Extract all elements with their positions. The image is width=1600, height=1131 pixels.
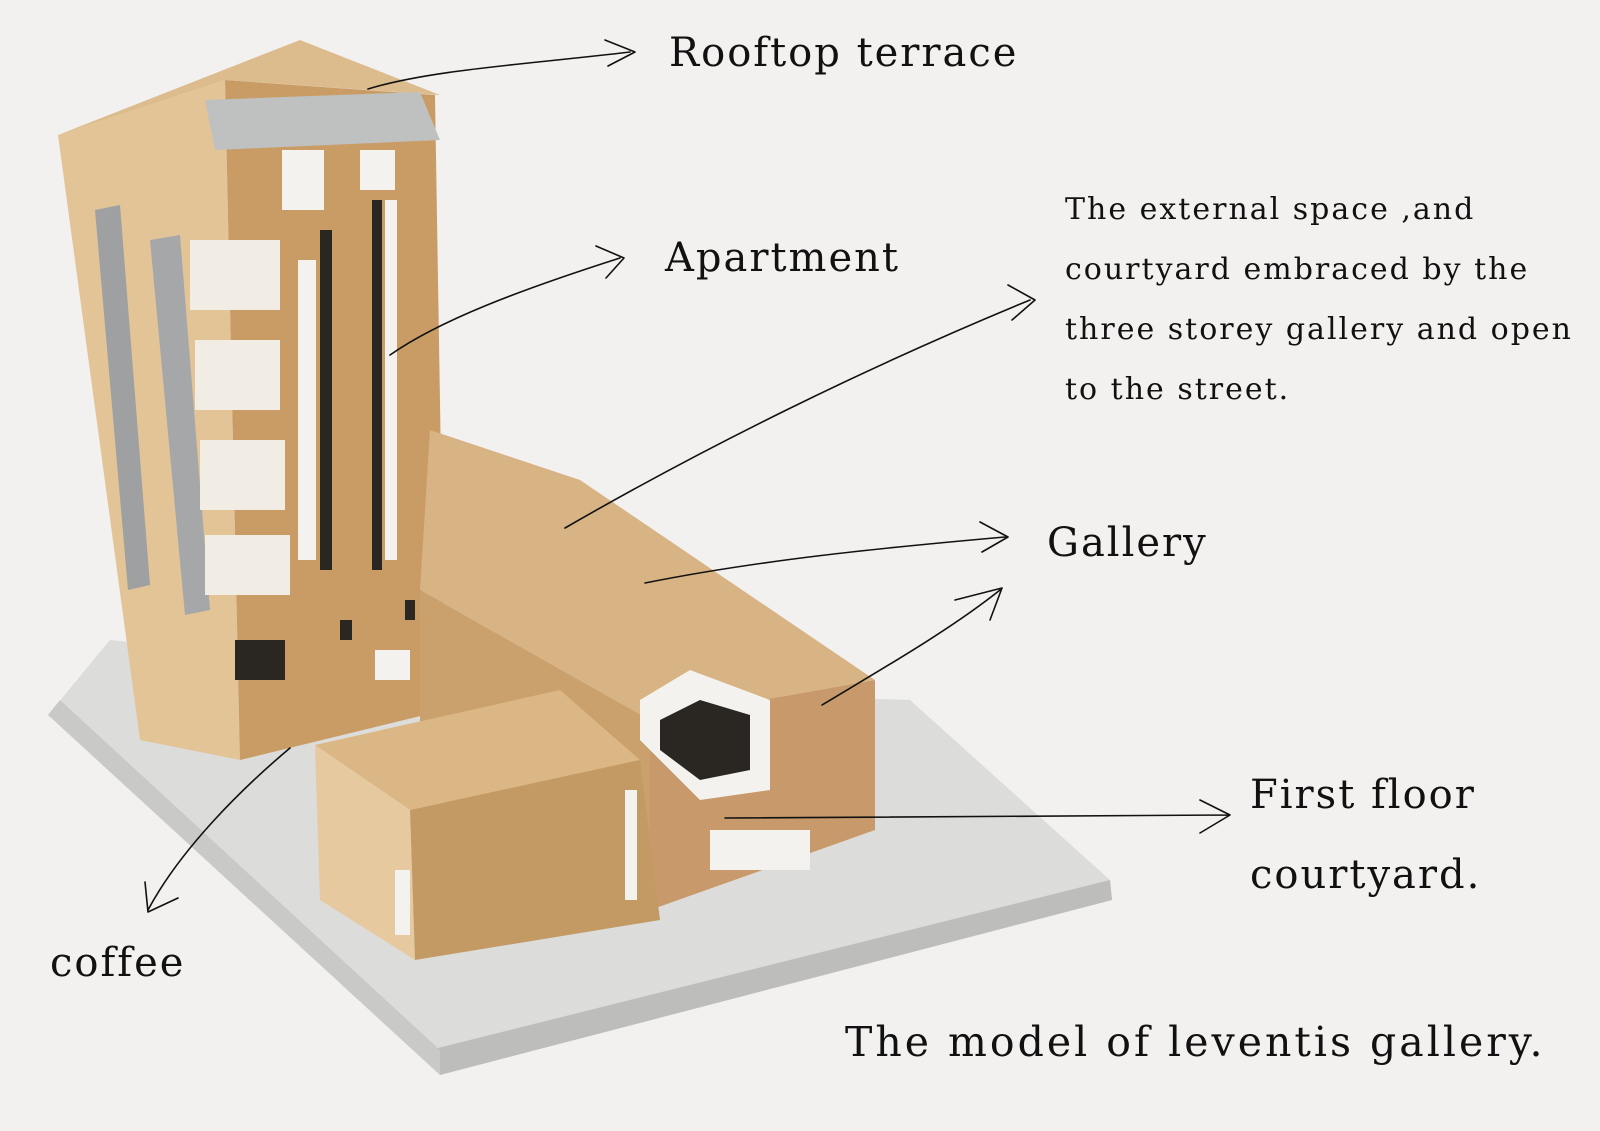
label-apartment: Apartment [665,235,900,281]
caption: The model of leventis gallery. [845,1018,1546,1066]
label-rooftop-terrace: Rooftop terrace [669,30,1018,76]
label-first-floor-line: courtyard. [1250,850,1481,930]
label-first-floor-courtyard: First floor courtyard. [1250,770,1481,930]
label-external-space-line: The external space ,and [1065,190,1595,250]
label-external-space: The external space ,and courtyard embrac… [1065,190,1595,430]
label-first-floor-line: First floor [1250,770,1481,850]
arrow-rooftop-terrace [368,40,635,89]
arrow-external-space [565,285,1035,528]
label-coffee: coffee [50,940,185,986]
label-external-space-line: to the street. [1065,370,1595,430]
label-external-space-line: three storey gallery and open [1065,310,1595,370]
label-external-space-line: courtyard embraced by the [1065,250,1595,310]
label-gallery: Gallery [1047,520,1208,566]
